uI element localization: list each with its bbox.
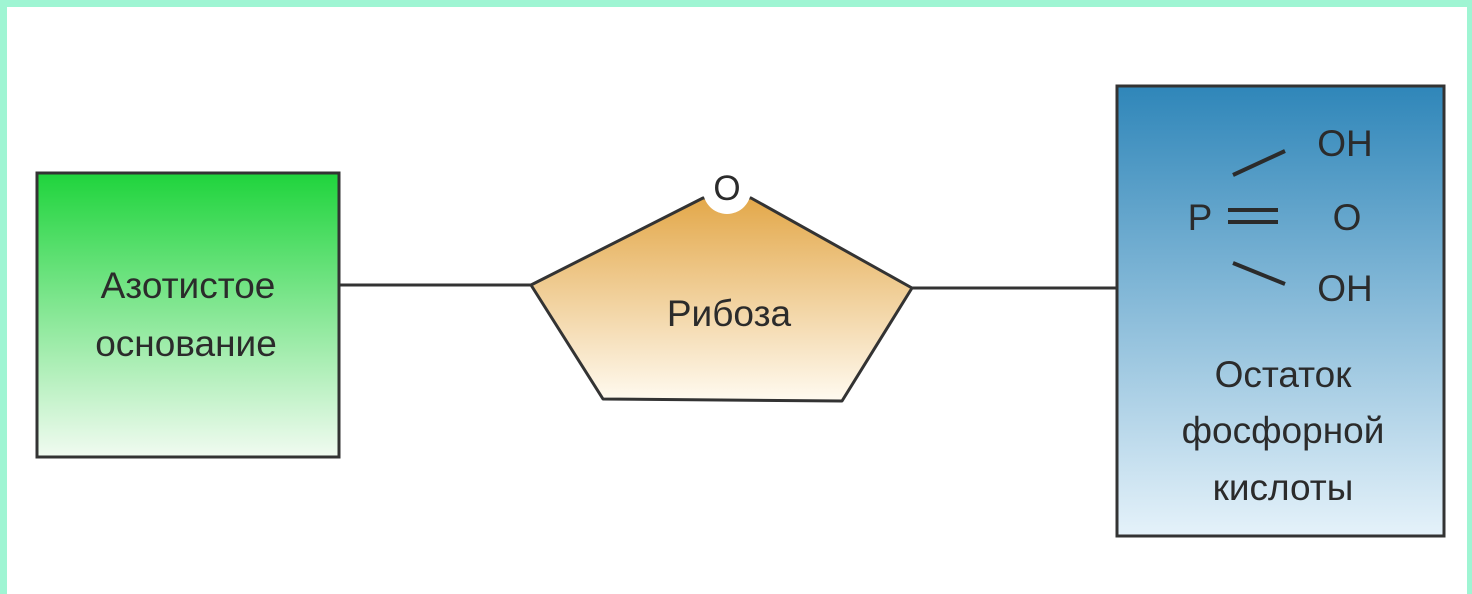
base-label-line2: основание [95, 323, 277, 364]
formula-p: P [1188, 197, 1213, 238]
bond-p-oh-bottom [1232, 261, 1286, 286]
phosphate-label-line3: кислоты [1213, 467, 1354, 508]
phosphoric-acid-formula: P OH O OH [1188, 123, 1373, 309]
ribose-pentagon [529, 196, 914, 403]
formula-o: O [1333, 197, 1362, 238]
base-label-line1: Азотистое [101, 265, 276, 306]
nitrogenous-base-box [35, 171, 341, 459]
bond-p-oh-top [1232, 149, 1286, 177]
phosphate-label-line2: фосфорной [1182, 410, 1385, 451]
ribose-label: Рибоза [667, 293, 792, 334]
ring-oxygen-gap [703, 166, 751, 214]
formula-oh-bottom: OH [1317, 268, 1373, 309]
phosphate-box [1115, 84, 1446, 538]
phosphate-label-line1: Остаток [1215, 354, 1353, 395]
formula-oh-top: OH [1317, 123, 1373, 164]
ring-oxygen-label: O [713, 169, 740, 208]
